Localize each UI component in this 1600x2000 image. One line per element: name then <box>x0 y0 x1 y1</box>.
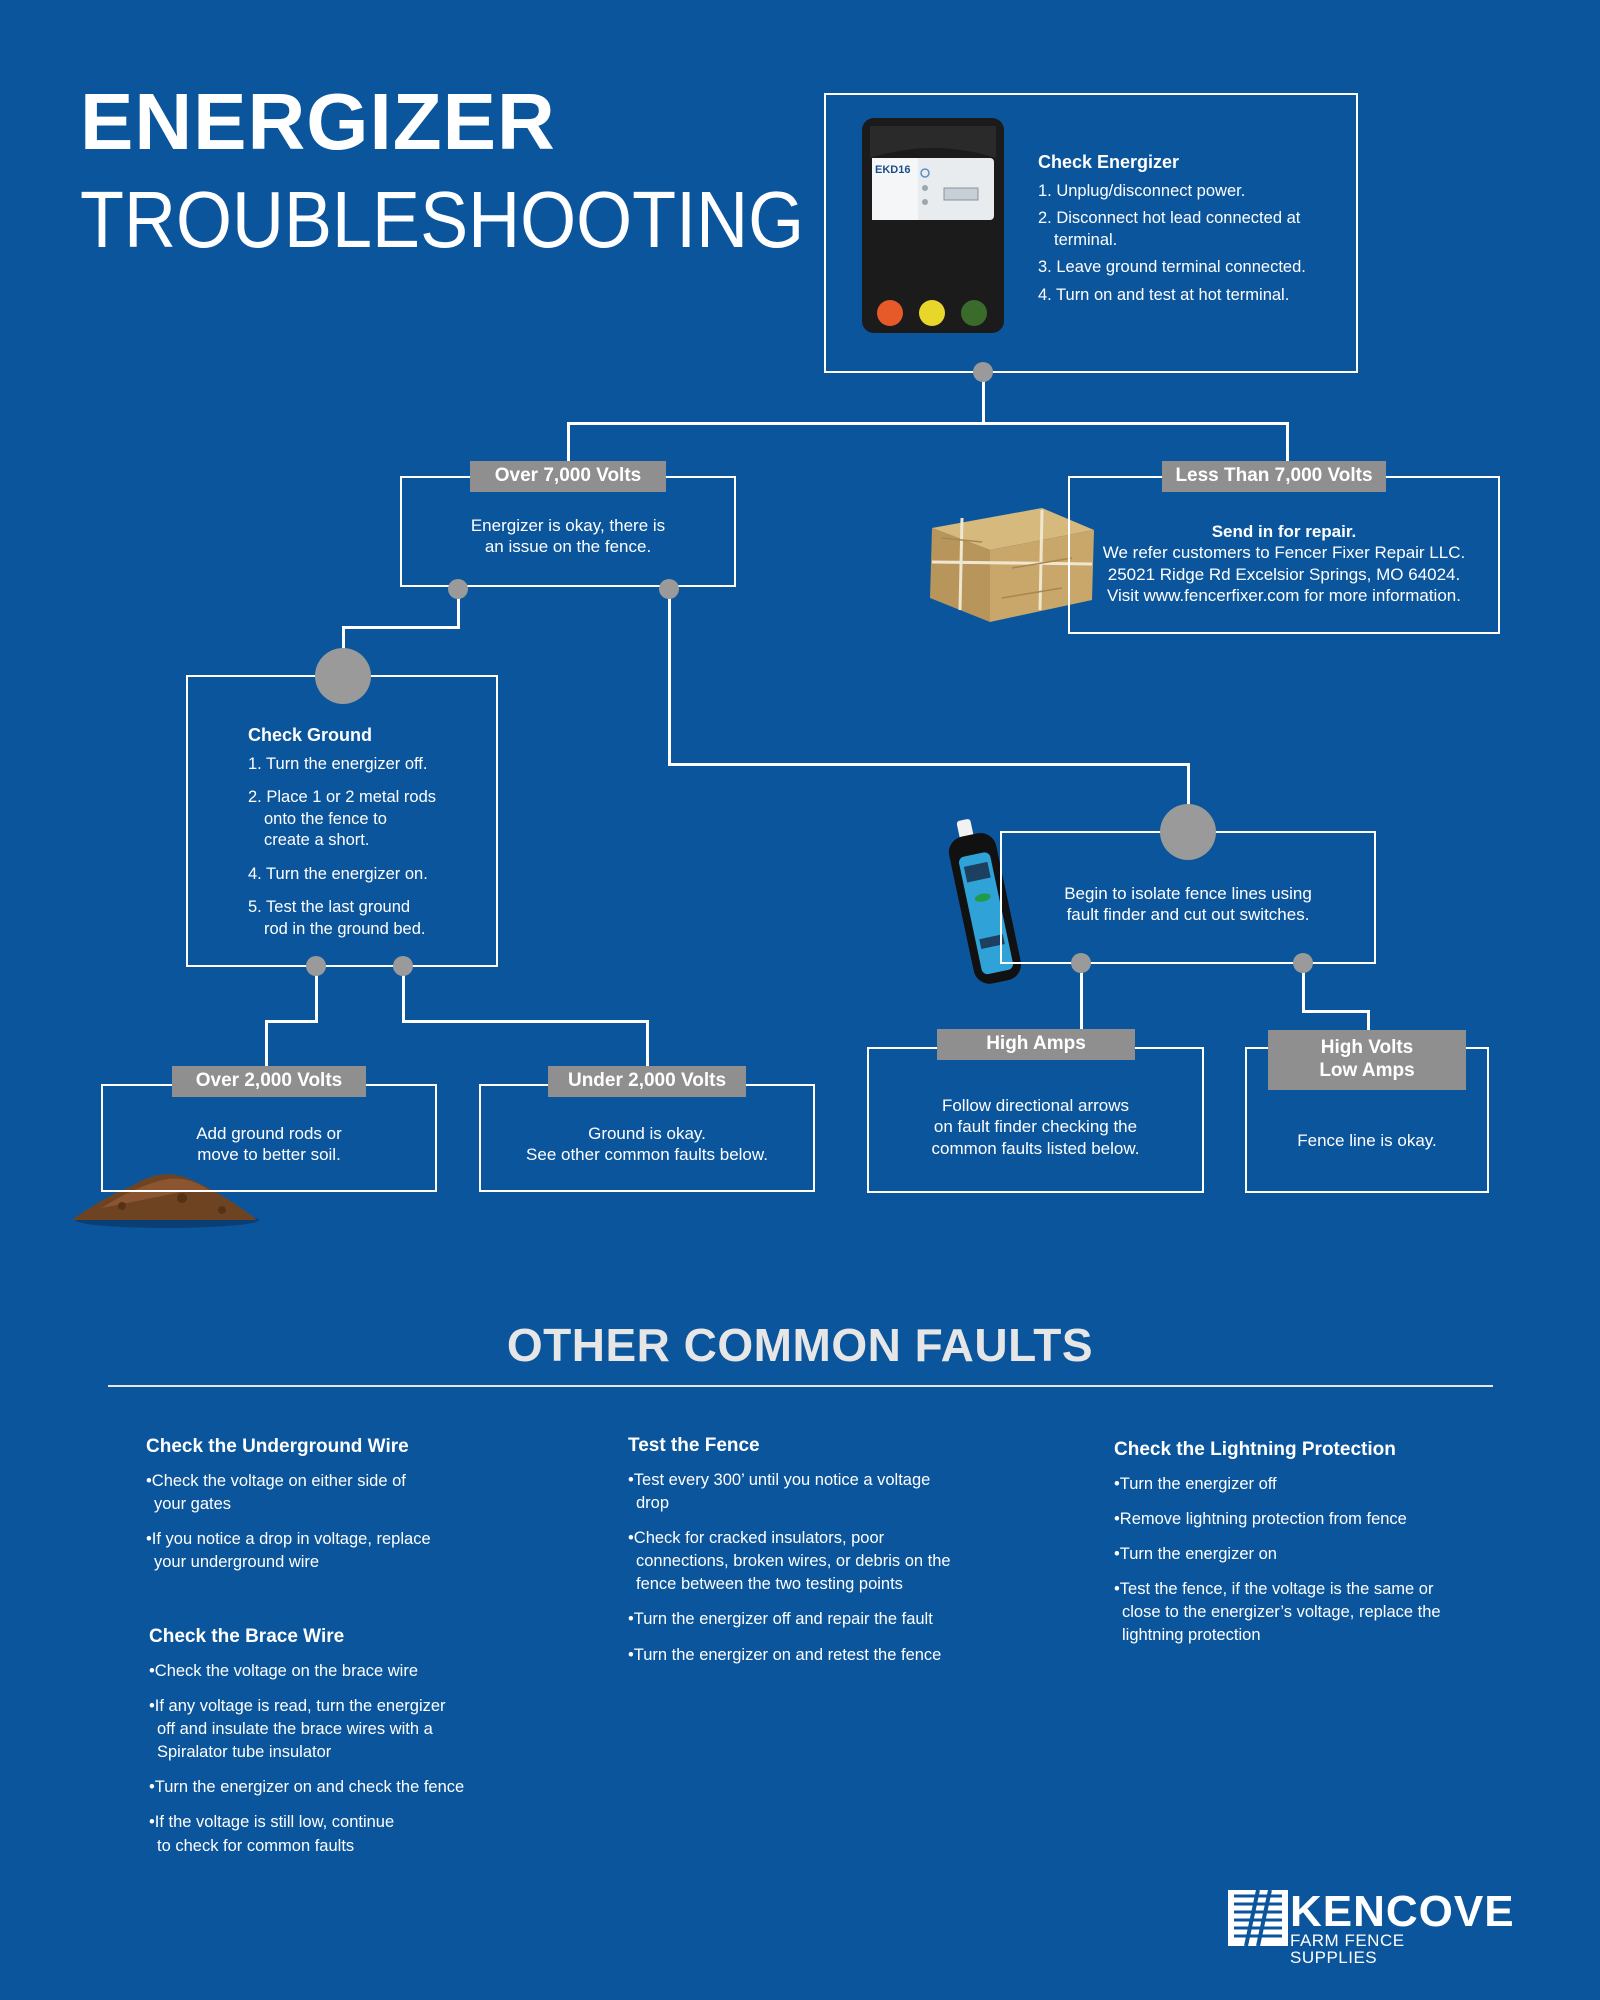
logo-sub: FARM FENCE SUPPLIES <box>1290 1931 1405 1967</box>
kencove-logo: KENCOVE FARM FENCE SUPPLIES <box>1228 1888 1514 1966</box>
connector <box>567 422 570 464</box>
device-label: EKD16 <box>875 164 911 176</box>
test-fence-section: Test the Fence •Test every 300’ until yo… <box>628 1435 951 1664</box>
step: 4. Turn on and test at hot terminal. <box>1038 285 1290 304</box>
connector <box>1302 1010 1370 1013</box>
soil-pile-image <box>62 1158 262 1230</box>
fault-finder-image <box>946 816 1036 990</box>
high-amps-tag: High Amps <box>937 1029 1135 1060</box>
title-line-1: ENERGIZER <box>80 77 556 166</box>
high-volts-text: Fence line is okay. <box>1297 1131 1437 1150</box>
logo-word: KENCOVE <box>1290 1887 1515 1936</box>
connector <box>1080 963 1083 1031</box>
connector-dot <box>306 956 326 976</box>
connector-dot-large <box>1160 804 1216 860</box>
connector-dot-large <box>315 648 371 704</box>
connector-dot <box>973 362 993 382</box>
connector <box>315 965 318 1023</box>
connector-dot <box>448 579 468 599</box>
connector-dot <box>1293 953 1313 973</box>
connector <box>567 422 1289 425</box>
connector <box>265 1020 318 1023</box>
over-2000-tag: Over 2,000 Volts <box>172 1066 366 1097</box>
check-energizer-box <box>824 93 1358 373</box>
check-energizer-heading: Check Energizer <box>1038 152 1180 172</box>
connector <box>457 588 460 628</box>
over-7000-tag: Over 7,000 Volts <box>470 461 666 492</box>
connector <box>402 1020 649 1023</box>
step: 1. Unplug/disconnect power. <box>1038 182 1246 200</box>
connector <box>668 763 1190 766</box>
connector-dot <box>393 956 413 976</box>
kencove-logo-mark <box>1228 1889 1288 1947</box>
connector <box>1187 763 1190 808</box>
connector <box>342 626 460 629</box>
less-7000-text: Send in for repair. We refer customers t… <box>1102 522 1466 605</box>
title-line-2: TROUBLESHOOTING <box>80 175 805 264</box>
check-ground-text: Check Ground 1. Turn the energizer off. … <box>248 725 437 938</box>
connector <box>1286 422 1289 464</box>
connector <box>265 1020 268 1068</box>
check-energizer-text: Check Energizer 1. Unplug/disconnect pow… <box>1038 152 1338 312</box>
check-energizer-steps: 1. Unplug/disconnect power. 2. Disconnec… <box>1038 181 1338 306</box>
less-7000-tag: Less Than 7,000 Volts <box>1162 461 1386 492</box>
energizer-device-image: EKD16 <box>860 118 1006 333</box>
connector <box>646 1020 649 1068</box>
connector <box>982 372 985 424</box>
connector <box>1367 1010 1370 1030</box>
faults-title: OTHER COMMON FAULTS <box>506 1319 1094 1371</box>
connector <box>1302 963 1305 1013</box>
connector-dot <box>659 579 679 599</box>
connector-dot <box>1071 953 1091 973</box>
under-2000-text: Ground is okay.See other common faults b… <box>526 1124 768 1165</box>
connector <box>402 965 405 1023</box>
connector <box>342 626 345 650</box>
connector <box>668 588 671 766</box>
brace-wire-section: Check the Brace Wire •Check the voltage … <box>149 1626 465 1855</box>
lightning-protection-section: Check the Lightning Protection •Turn the… <box>1114 1439 1441 1645</box>
underground-wire-section: Check the Underground Wire •Check the vo… <box>146 1436 431 1572</box>
under-2000-tag: Under 2,000 Volts <box>548 1066 746 1097</box>
step: 3. Leave ground terminal connected. <box>1038 258 1306 277</box>
faults-divider <box>108 1385 1493 1387</box>
